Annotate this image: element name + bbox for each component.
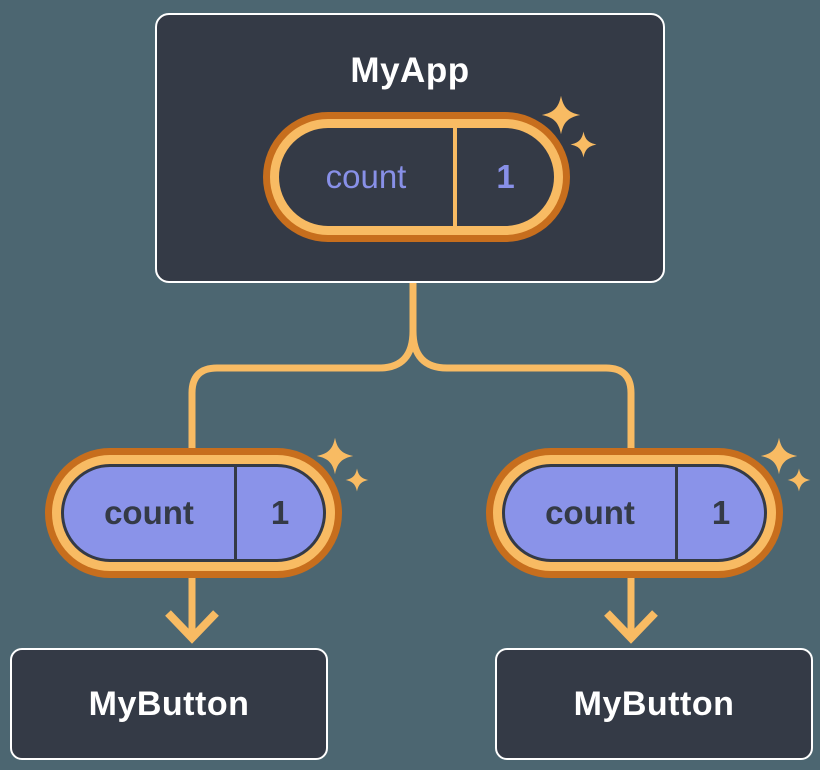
sparkle-icon [316,437,354,475]
prop-pill-label: count [104,494,194,531]
sparkle-icon [787,468,811,492]
component-node-mybutton-right: MyButton [495,648,813,760]
prop-pill-value: 1 [270,494,290,531]
node-title: MyButton [88,684,250,723]
sparkle-icon [760,437,798,475]
arrow-left-head-icon [165,610,219,644]
node-title: MyButton [573,684,735,723]
state-pill-label: count [325,158,407,195]
fork-branch-left-line [188,283,417,452]
node-title: MyApp [350,51,470,90]
sparkle-icon [570,131,597,158]
state-pill: count 1 [270,119,563,235]
sparkle-icon [541,95,581,135]
pill-divider [675,467,678,559]
prop-pill-label: count [545,494,635,531]
sparkle-icon [345,468,369,492]
state-pill-value: 1 [496,158,515,195]
prop-pill-value: 1 [711,494,731,531]
prop-pill-left: count 1 [61,464,326,562]
pill-divider [234,467,237,559]
prop-pill-right: count 1 [502,464,767,562]
pill-divider [453,128,457,226]
arrow-right-head-icon [604,610,658,644]
fork-branch-right-line [409,283,635,452]
component-node-mybutton-left: MyButton [10,648,328,760]
